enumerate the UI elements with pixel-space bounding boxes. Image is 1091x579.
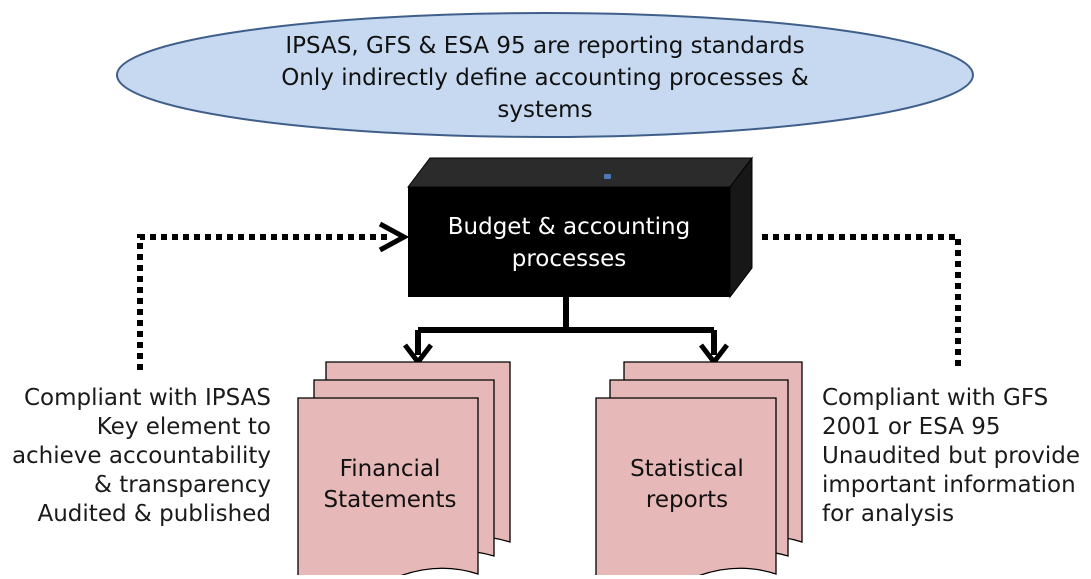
ipsas-note-line: achieve accountability [11,443,271,469]
process-box-label: Budget & accounting processes [408,211,730,275]
financial-doc-front [297,397,479,579]
financial-label-line: Statements [323,487,457,513]
process-box-indicator [604,174,611,179]
standards-text: IPSAS, GFS & ESA 95 are reporting standa… [240,30,850,126]
gfs-note: Compliant with GFS 2001 or ESA 95 Unaudi… [822,384,1080,529]
standards-line: IPSAS, GFS & ESA 95 are reporting standa… [285,33,805,59]
gfs-note-line: Unaudited but provide [822,443,1081,469]
statistical-label-line: reports [645,487,729,513]
statistical-reports-label: Statistical reports [597,454,777,516]
process-box-line: Budget & accounting [447,214,691,240]
ipsas-note-line: Compliant with IPSAS [23,385,271,411]
left-connector-arrowhead [378,221,410,253]
financial-label-line: Financial [339,456,441,482]
ipsas-note-line: Audited & published [37,501,272,527]
process-box-top [406,157,754,188]
ipsas-note: Compliant with IPSAS Key element to achi… [12,384,271,529]
standards-line: systems [497,97,593,123]
standards-line: Only indirectly define accounting proces… [281,65,809,91]
left-dotted-connector [137,234,388,370]
gfs-note-line: for analysis [822,501,955,527]
gfs-note-line: 2001 or ESA 95 [822,414,1001,440]
right-dotted-connector [762,234,961,368]
statistical-doc-front [595,397,777,579]
financial-statements-label: Financial Statements [300,454,480,516]
gfs-note-line: Compliant with GFS [822,385,1049,411]
process-box-front [408,187,730,297]
statistical-doc-stack [595,361,803,579]
tree-connector [415,297,717,355]
process-box-line: processes [511,246,627,272]
standards-ellipse [116,12,974,138]
ipsas-note-line: Key element to [96,414,271,440]
statistical-label-line: Statistical [630,456,744,482]
ipsas-note-line: & transparency [93,472,271,498]
financial-doc-stack [297,361,511,579]
gfs-note-line: important information [822,472,1076,498]
